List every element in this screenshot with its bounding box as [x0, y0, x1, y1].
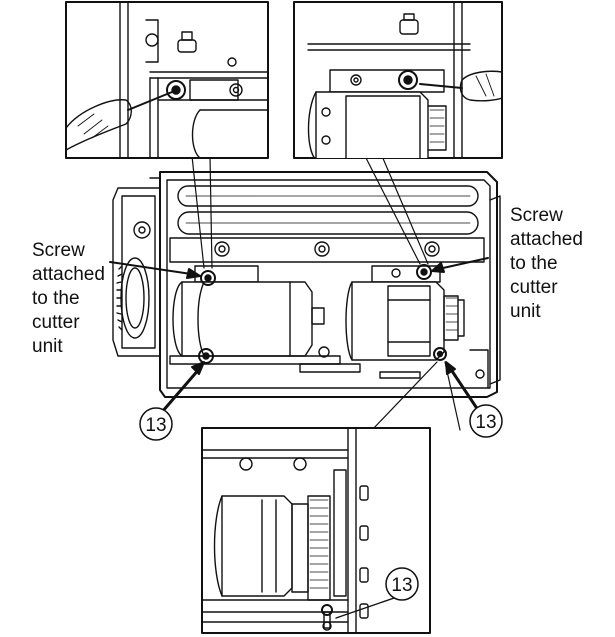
callout-left-line-3: to the: [32, 288, 80, 309]
screwdriver-left: [66, 91, 173, 151]
callout-right-line-4: cutter: [510, 277, 558, 298]
screwdriver-right: [419, 70, 502, 102]
callout-left-line-4: cutter: [32, 312, 80, 333]
number-circles: [139, 404, 503, 601]
cutter-motor-right: [345, 265, 465, 361]
drive-gear: [116, 257, 150, 339]
roller-top: [177, 185, 479, 207]
callout-right: Screw attached to the cutter unit: [510, 205, 583, 322]
callout-left-line-2: attached: [32, 264, 105, 285]
leader-arrows: [109, 257, 489, 414]
main-assembly: [109, 155, 501, 431]
part-number-left: 13: [145, 415, 166, 436]
part-number-detail: 13: [391, 575, 412, 596]
callout-right-line-2: attached: [510, 229, 583, 250]
callout-right-line-1: Screw: [510, 205, 563, 226]
inset-top-right: [293, 1, 503, 159]
plate-screw: [214, 241, 440, 257]
callout-left: Screw attached to the cutter unit: [32, 240, 105, 357]
inset-bottom-detail: [201, 427, 431, 634]
inset-leaders: [191, 155, 461, 431]
cutter-screw-top-left: [200, 270, 216, 286]
screw-13-detail: [321, 604, 333, 631]
screw-13-left: [198, 348, 214, 364]
callout-right-line-3: to the: [510, 253, 558, 274]
callout-left-line-5: unit: [32, 336, 63, 357]
callout-right-line-5: unit: [510, 301, 541, 322]
screw-13-right: [433, 347, 447, 361]
callout-left-line-1: Screw: [32, 240, 85, 261]
roller-middle: [177, 211, 479, 235]
part-number-right: 13: [475, 412, 496, 433]
cutter-screw-top-right: [416, 264, 432, 280]
inset-top-left: [65, 1, 269, 159]
